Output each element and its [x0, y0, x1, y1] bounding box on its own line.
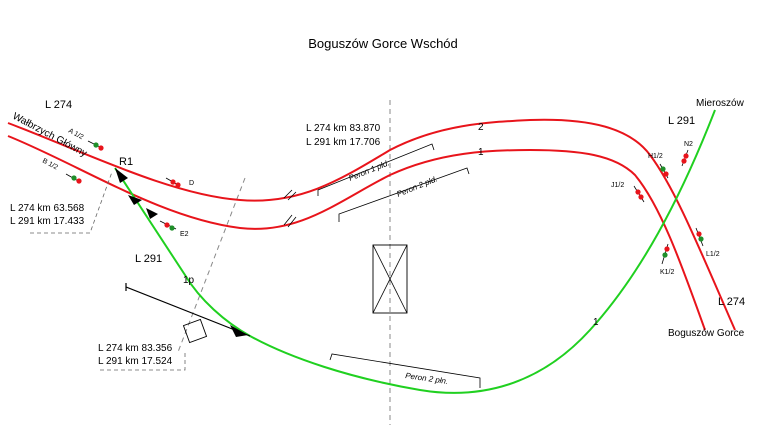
signal-j12 — [633, 185, 645, 203]
track-l291 — [114, 109, 716, 394]
platform-2b-label: Peron 2 płn. — [405, 371, 449, 386]
platform-2-bracket — [338, 167, 470, 222]
switch-marker-3 — [230, 325, 248, 337]
track-2-number: 2 — [478, 122, 484, 133]
signal-l12-label: L1/2 — [706, 251, 720, 258]
signal-e2-label: E2 — [180, 231, 189, 238]
km-bottom-leader — [100, 350, 186, 371]
track-1-green-number: 1 — [593, 317, 599, 328]
signal-h12 — [659, 163, 669, 179]
signal-r1-label: R1 — [119, 156, 133, 168]
station-building — [372, 244, 408, 314]
destination-boguszow: Boguszów Gorce — [668, 328, 745, 339]
platform-1-bracket — [317, 143, 435, 196]
building-box — [182, 318, 208, 344]
km-bottom-l274: L 274 km 83.356 — [98, 343, 173, 354]
signal-b12 — [65, 173, 82, 184]
track-1 — [7, 135, 706, 331]
track-1p-number: 1p — [183, 275, 195, 286]
platform-2-label: Peron 2 płd. — [395, 174, 438, 199]
diagram-title: Boguszów Gorce Wschód — [308, 36, 458, 51]
siding-line — [125, 286, 251, 337]
signal-l12 — [695, 227, 704, 247]
signal-k12-label: K1/2 — [660, 269, 675, 276]
signal-n2-label: N2 — [684, 141, 693, 148]
km-left-l274: L 274 km 63.568 — [10, 203, 85, 214]
line-l274-bottom-right: L 274 — [718, 296, 745, 308]
track-2 — [7, 118, 736, 331]
crossover-mark-2 — [283, 214, 297, 228]
km-top-l274: L 274 km 83.870 — [306, 123, 381, 134]
switch-marker-2 — [146, 208, 158, 219]
km-left-l291: L 291 km 17.433 — [10, 216, 85, 227]
km-top-l291: L 291 km 17.706 — [306, 137, 381, 148]
signal-b12-label: B 1/2 — [41, 158, 59, 172]
switch-marker-1 — [128, 195, 142, 205]
station-building-x2 — [372, 244, 408, 314]
track-1-number: 1 — [478, 147, 484, 158]
platform-2b-bracket — [329, 353, 481, 388]
destination-mieroszow: Mieroszów — [696, 98, 745, 109]
signal-k12 — [661, 243, 670, 265]
signal-a12 — [87, 140, 104, 151]
signal-e2 — [159, 220, 177, 231]
signal-d — [165, 177, 181, 188]
line-l291-mid: L 291 — [135, 253, 162, 265]
km-boundary-line — [177, 177, 246, 353]
signal-n2 — [681, 149, 689, 167]
signal-j12-label: J1/2 — [611, 182, 624, 189]
line-l291-top-right: L 291 — [668, 115, 695, 127]
km-bottom-l291: L 291 km 17.524 — [98, 356, 173, 367]
crossover-mark-1 — [283, 189, 297, 201]
switch-marker-r1 — [115, 168, 128, 183]
signal-d-label: D — [189, 180, 194, 187]
km-left-leader — [30, 171, 113, 234]
line-l274-top-left: L 274 — [45, 99, 72, 111]
signal-h12-label: H1/2 — [648, 153, 663, 160]
